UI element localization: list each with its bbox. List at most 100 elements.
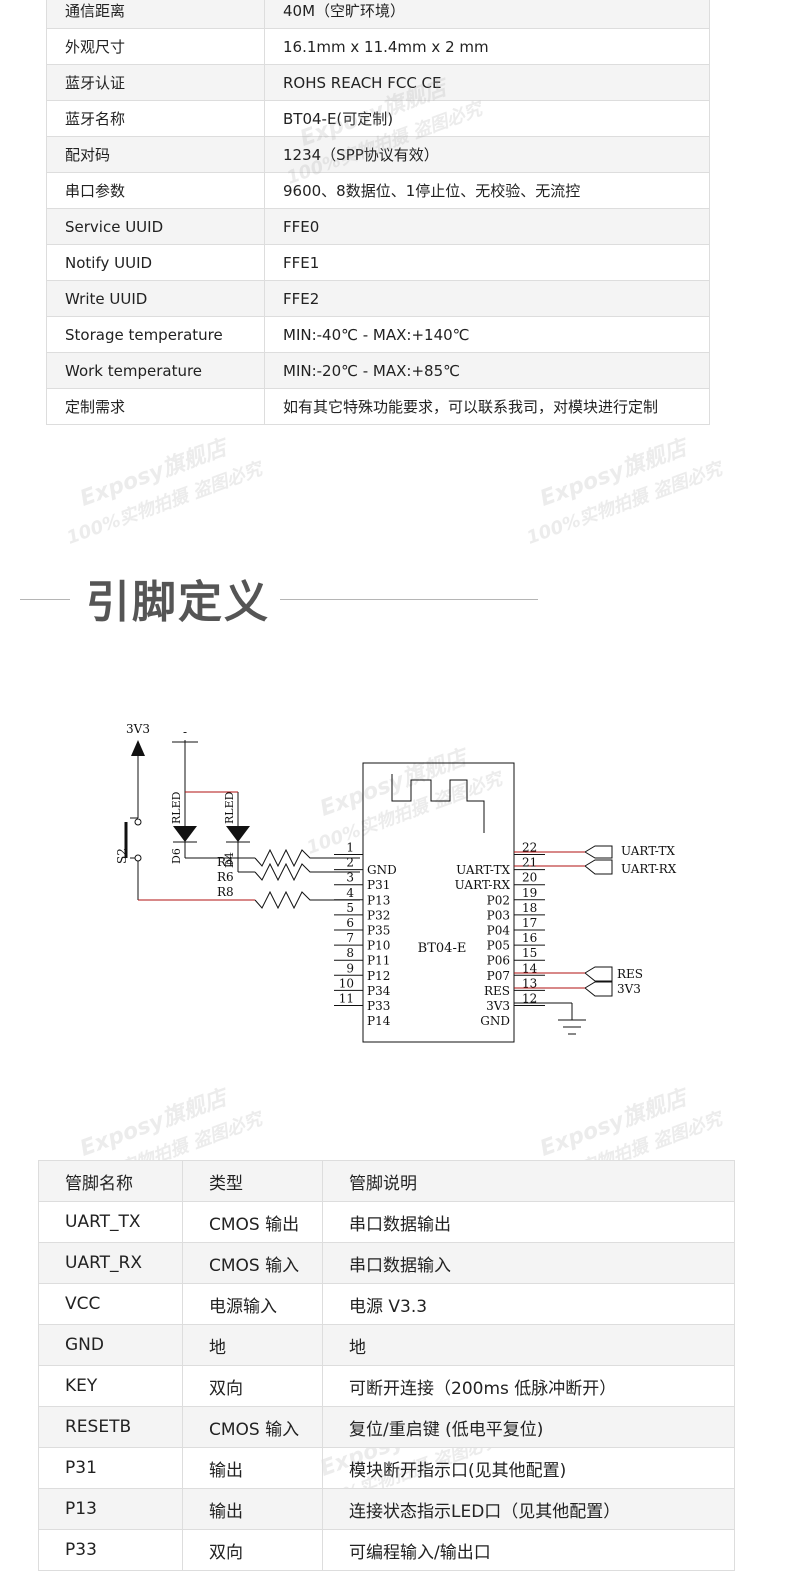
pin-name-cell: P13 — [38, 1488, 183, 1530]
led-d4-icon — [226, 826, 250, 843]
spec-key: Notify UUID — [46, 244, 265, 281]
led-type-label: RLED — [170, 791, 183, 824]
pinout-schematic: 3V3 - S2 RLED RLED D6 D4 R4 R6 R8 12GND3… — [115, 722, 677, 1043]
pin-desc-cell: 可断开连接（200ms 低脉冲断开） — [322, 1365, 735, 1407]
watermark-line1: Exposy旗舰店 — [536, 435, 690, 512]
power-arrow-icon — [131, 740, 145, 756]
pin-type-cell: CMOS 输出 — [182, 1201, 323, 1243]
switch-contact-icon — [134, 818, 142, 826]
pin-number: 10 — [339, 976, 354, 990]
pin-name-cell: P33 — [38, 1529, 183, 1571]
column-header: 类型 — [182, 1160, 323, 1202]
switch-contact-icon — [134, 854, 142, 862]
pin-name: P12 — [367, 969, 390, 983]
column-header: 管脚说明 — [322, 1160, 735, 1202]
pin-name: P14 — [367, 1014, 391, 1028]
table-row: 定制需求如有其它特殊功能要求，可以联系我司，对模块进行定制 — [46, 388, 710, 425]
led-ref-label: D4 — [223, 852, 236, 868]
spec-key: 串口参数 — [46, 172, 265, 209]
watermark-line1: Exposy旗舰店 — [76, 1085, 230, 1162]
pin-name: P34 — [367, 984, 391, 998]
pin-name: P05 — [487, 939, 510, 953]
pin-name-cell: KEY — [38, 1365, 183, 1407]
spec-key: Storage temperature — [46, 316, 265, 353]
pin-number: 9 — [346, 961, 354, 975]
pin-name: GND — [367, 863, 397, 877]
spec-value: BT04-E(可定制) — [264, 100, 710, 137]
pin-name-cell: UART_TX — [38, 1201, 183, 1243]
pin-number: 22 — [522, 841, 537, 855]
pin-number: 5 — [346, 901, 354, 915]
spec-key: 蓝牙认证 — [46, 64, 265, 101]
pin-number: 20 — [522, 871, 537, 885]
pin-name: P03 — [487, 908, 510, 922]
table-header-row: 管脚名称 类型 管脚说明 — [38, 1160, 735, 1202]
connector-label: UART-TX — [621, 844, 675, 858]
spec-key: Work temperature — [46, 352, 265, 389]
watermark-line2: 100%实物拍摄 盗图必究 — [524, 458, 725, 549]
pin-type-cell: 输出 — [182, 1447, 323, 1489]
switch-label: S2 — [115, 848, 129, 864]
connector-label: 3V3 — [617, 982, 641, 996]
spec-key: 定制需求 — [46, 388, 265, 425]
pin-number: 3 — [346, 871, 354, 885]
pin-type-cell: 双向 — [182, 1365, 323, 1407]
pin-type-cell: 地 — [182, 1324, 323, 1366]
spec-value: FFE1 — [264, 244, 710, 281]
pin-number: 21 — [522, 856, 537, 870]
spec-value: 9600、8数据位、1停止位、无校验、无流控 — [264, 172, 710, 209]
pin-number: 17 — [522, 916, 537, 930]
pin-number: 19 — [522, 886, 537, 900]
spec-value: MIN:-40℃ - MAX:+140℃ — [264, 316, 710, 353]
pin-desc-cell: 复位/重启键 (低电平复位) — [322, 1406, 735, 1448]
spec-value: FFE0 — [264, 208, 710, 245]
pin-number: 1 — [346, 841, 354, 855]
power-label: 3V3 — [126, 722, 150, 736]
watermark-line1: Exposy旗舰店 — [536, 1085, 690, 1162]
led-ref-label: D6 — [170, 848, 183, 864]
pin-number: 7 — [346, 931, 354, 945]
pin-name: P33 — [367, 999, 390, 1013]
led-d6-icon — [173, 826, 197, 843]
spec-value: 如有其它特殊功能要求，可以联系我司，对模块进行定制 — [264, 388, 710, 425]
spec-value: 16.1mm x 11.4mm x 2 mm — [264, 28, 710, 65]
spec-value: MIN:-20℃ - MAX:+85℃ — [264, 352, 710, 389]
pin-name: P31 — [367, 878, 390, 892]
pin-type-cell: CMOS 输入 — [182, 1406, 323, 1448]
pin-desc-cell: 模块断开指示口(见其他配置) — [322, 1447, 735, 1489]
pin-number: 2 — [346, 856, 354, 870]
pin-desc-cell: 串口数据输入 — [322, 1242, 735, 1284]
pin-name-cell: UART_RX — [38, 1242, 183, 1284]
chip-left-pins: 12GND3P314P135P326P357P108P119P1210P3411… — [334, 841, 397, 1028]
schematic-red-wires — [138, 791, 585, 989]
chip-right-pins: 2221UART-TX20UART-RX19P0218P0317P0416P05… — [455, 841, 545, 1028]
spec-key: Service UUID — [46, 208, 265, 245]
pin-name: P06 — [487, 954, 510, 968]
pin-desc-cell: 可编程输入/输出口 — [322, 1529, 735, 1571]
connector-label: UART-RX — [621, 862, 677, 876]
pin-name: P35 — [367, 924, 390, 938]
pin-type-cell: CMOS 输入 — [182, 1242, 323, 1284]
led-type-label: RLED — [223, 791, 236, 824]
resistor-label: R8 — [217, 885, 234, 899]
section-heading: 引脚定义 — [0, 560, 790, 640]
pin-number: 12 — [522, 992, 537, 1006]
spec-key: 配对码 — [46, 136, 265, 173]
pin-type-cell: 双向 — [182, 1529, 323, 1571]
resistor-label: R4 — [217, 855, 234, 869]
pin-desc-cell: 连接状态指示LED口（见其他配置） — [322, 1488, 735, 1530]
pin-name: P07 — [487, 969, 510, 983]
pin-name: RES — [484, 984, 510, 998]
